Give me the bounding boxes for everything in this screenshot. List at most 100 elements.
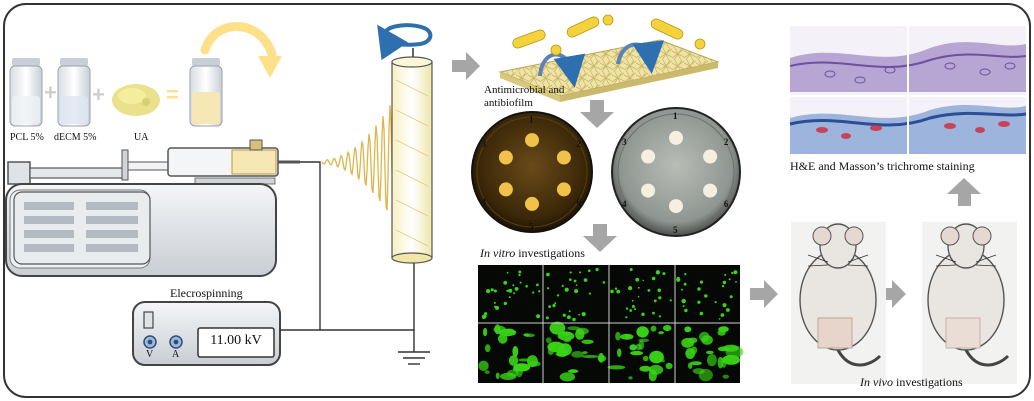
fluorescence-dot: [573, 279, 577, 283]
fluorescence-cluster: [526, 355, 538, 368]
fluorescence-dot: [579, 271, 582, 274]
arrow-to-membrane: [452, 52, 480, 80]
fluorescence-dot: [583, 278, 588, 282]
fluorescence-cluster: [581, 354, 599, 359]
fluorescence-dot: [682, 305, 685, 308]
fluorescence-dot: [562, 313, 566, 317]
fluorescence-dot: [655, 270, 661, 275]
fluorescence-cluster: [717, 356, 724, 369]
fluorescence-cluster: [665, 362, 673, 370]
fluorescence-cluster: [581, 339, 594, 344]
electrospinning-title: Elecrospinning: [170, 286, 243, 300]
fluorescence-dot: [653, 299, 657, 303]
rotating-collector: [391, 48, 433, 264]
fluorescence-cluster: [706, 354, 717, 367]
petri-right-well-2: [703, 149, 718, 164]
fluorescence-dot: [514, 287, 519, 291]
petri-left-well-number-6: 6: [577, 197, 582, 207]
fluorescence-cluster: [508, 355, 519, 366]
fluorescence-dot: [610, 289, 614, 294]
fluorescence-cluster: [500, 372, 517, 380]
fluorescence-dot: [658, 296, 662, 300]
fluorescence-cluster: [550, 343, 556, 348]
fluorescence-dot: [545, 316, 549, 320]
petri-left-well-2: [556, 150, 571, 165]
fluorescence-dot: [546, 272, 550, 277]
rotation-arrow: [377, 23, 433, 61]
petri-right-well-number-5: 5: [673, 225, 678, 235]
fluorescence-dot: [547, 287, 550, 290]
fluorescence-dot: [512, 284, 515, 287]
fluorescence-cluster: [690, 361, 702, 366]
petri-right-well-3: [641, 149, 656, 164]
fluorescence-dot: [567, 315, 571, 320]
fluorescence-dot: [684, 308, 688, 313]
fluorescence-dot: [683, 282, 687, 286]
fluorescence-cluster: [722, 374, 729, 379]
arrow-invivo-progress: [878, 280, 906, 308]
fluorescence-dot: [657, 288, 661, 293]
fluorescence-dot: [642, 279, 644, 282]
power-supply: [132, 301, 281, 366]
fluorescence-dot: [595, 267, 599, 272]
fluorescence-dot: [681, 288, 683, 291]
fluorescence-dot: [572, 317, 576, 322]
histology-panels: [789, 26, 1027, 154]
fluorescence-dot: [556, 294, 560, 297]
fluorescence-dot: [662, 272, 666, 276]
antimicrobial-label-line2: antibiofilm: [484, 97, 533, 109]
equals-symbol: =: [166, 82, 179, 107]
fluorescence-dot: [658, 315, 662, 318]
fluorescence-cluster: [582, 351, 588, 355]
fluorescence-dot: [676, 277, 681, 282]
petri-left-well-6: [556, 182, 571, 197]
petri-right-well-number-2: 2: [724, 137, 729, 147]
fluorescence-dot: [538, 290, 541, 293]
fluorescence-dot: [568, 310, 571, 313]
fluorescence-dot: [575, 284, 578, 287]
petri-right-well-1: [669, 130, 683, 145]
decm-label: dECM 5%: [54, 132, 97, 143]
fluorescence-cluster: [598, 352, 605, 363]
fluorescence-cluster: [547, 347, 555, 355]
fluorescence-dot: [728, 278, 731, 281]
fluorescence-dot: [637, 286, 640, 289]
arrow-to-invitro: [583, 224, 617, 252]
petri-left-well-1: [525, 133, 539, 148]
fluorescence-cluster: [725, 345, 744, 358]
petri-left-well-5: [525, 196, 539, 211]
fluorescence-dot: [634, 308, 636, 311]
fluorescence-dot: [574, 289, 579, 294]
fluorescence-dot: [536, 283, 539, 287]
fluorescence-cluster: [571, 351, 584, 358]
fluorescence-cluster: [545, 337, 552, 344]
pour-arrow-shaft: [200, 22, 277, 59]
fluorescence-dot: [532, 291, 535, 294]
fluorescence-cluster: [624, 334, 631, 339]
fluorescence-cluster: [556, 348, 569, 357]
plus-symbol-2: +: [92, 82, 105, 107]
petri-right-well-number-4: 4: [622, 199, 627, 209]
fluorescence-cluster: [658, 331, 664, 335]
fluorescence-dot: [552, 304, 556, 308]
petri-left-well-number-2: 2: [577, 139, 582, 149]
fluorescence-dot: [704, 294, 708, 298]
fluorescence-dot: [697, 287, 701, 291]
fluorescence-dot: [484, 315, 487, 318]
fluorescence-dot: [722, 280, 727, 285]
fluorescence-dot: [652, 311, 655, 315]
fluorescence-dot: [699, 280, 704, 284]
fluorescence-cluster: [617, 348, 622, 358]
fluorescence-dot: [506, 271, 509, 274]
fluorescence-dot: [631, 305, 635, 308]
fluorescence-dot: [569, 271, 572, 274]
vial-pcl: [9, 58, 43, 127]
fluorescence-dot: [625, 307, 629, 310]
fluorescence-dot: [564, 287, 569, 292]
fluorescence-cluster: [493, 325, 506, 334]
fluorescence-dot: [726, 308, 730, 312]
fluorescence-dot: [519, 281, 522, 284]
fluorescence-cluster: [478, 360, 489, 371]
fluorescence-dot: [631, 299, 634, 302]
